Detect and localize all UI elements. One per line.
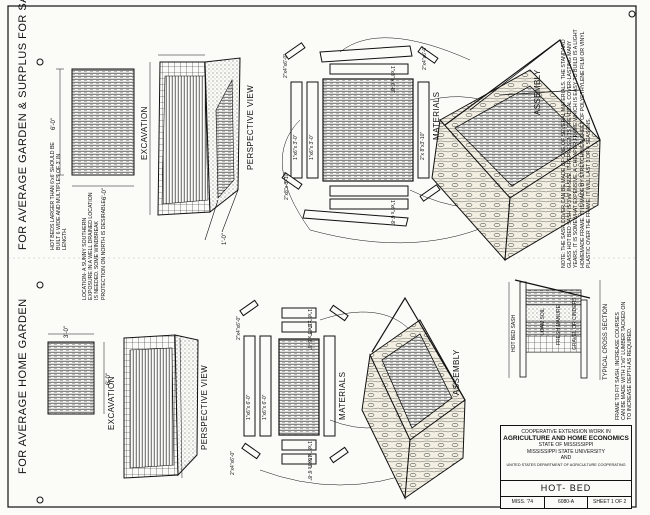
lumber-label: 1"x6"x 6'-0" <box>246 394 252 420</box>
excavation-pit-small <box>47 341 95 415</box>
org-line-5: AND <box>560 455 572 461</box>
dim-six-ft-large: 6'-0" <box>51 118 57 130</box>
dim-six-ft-large-b: 6'-0" <box>102 188 108 200</box>
org-line-2: AGRICULTURE AND HOME ECONOMICS <box>503 434 629 442</box>
org-line-4: MISSISSIPPI STATE UNIVERSITY <box>527 448 605 455</box>
binding-hole <box>36 281 44 289</box>
lumber-label: 1"x6"x 6'-8" <box>306 455 312 481</box>
title-block: COOPERATIVE EXTENSION WORK IN AGRICULTUR… <box>500 425 632 509</box>
note-location: LOCATION- A SUNNY SOUTHERN EXPOSURE IN A… <box>82 192 107 300</box>
org-line-1: COOPERATIVE EXTENSION WORK IN <box>521 429 611 435</box>
section-manure: FRESH MANURE <box>556 304 562 345</box>
label-materials-large: MATERIALS <box>432 91 441 140</box>
perspective-bed-small <box>123 334 199 479</box>
label-excavation-large: EXCAVATION <box>140 106 149 160</box>
label-materials-small: MATERIALS <box>338 371 347 420</box>
section-sash: HOT BED SASH <box>511 314 517 352</box>
title-meta-row: MISS. '74 6080-A SHEET 1 OF 2 <box>501 496 631 508</box>
lumber-label: 2"x 8"x3'-10" <box>420 131 426 160</box>
lumber-label: 1"x6"x 6'-0" <box>262 394 268 420</box>
drawing-title: HOT- BED <box>501 480 631 493</box>
note-larger-beds: HOT BEDS LARGER THAN 6'x6' SHOULD BE BUI… <box>50 142 69 250</box>
section-soil: LOAM SOIL <box>540 308 546 335</box>
section-gravel: GRAVEL OR CINDERS <box>572 297 578 350</box>
lumber-label: 1"x6"x 6'-8" <box>389 200 395 226</box>
label-perspective-small: PERSPECTIVE VIEW <box>200 364 209 450</box>
lumber-label: 2"x4"x6'-0" <box>230 450 236 475</box>
materials-layout-small <box>239 299 421 486</box>
label-perspective-large: PERSPECTIVE VIEW <box>246 84 255 170</box>
label-assembly-small: ASSEMBLY <box>452 349 461 395</box>
assembly-small <box>361 296 466 500</box>
binding-hole <box>36 496 44 504</box>
sheet-number: SHEET 1 OF 2 <box>593 499 627 505</box>
lumber-label: 2"x4"x6'-0" <box>236 315 242 340</box>
dim-three-ft: 3'-0" <box>64 326 70 338</box>
binding-hole <box>36 58 44 66</box>
dim-one-ft: 1'-0" <box>222 233 228 245</box>
usda-line: UNITED STATES DEPARTMENT OF AGRICULTURE … <box>506 462 626 467</box>
perspective-bed-large <box>149 54 241 241</box>
note-frame: FRAME TO FIT SASH. INCREASE COURSES CAN … <box>615 301 634 420</box>
plan-code: MISS. '74 <box>501 497 545 508</box>
materials-layout-large <box>281 37 521 244</box>
cross-section <box>508 279 601 380</box>
org-line-3: STATE OF MISSISSIPPI <box>538 442 594 448</box>
title-surplus-garden: FOR AVERAGE GARDEN & SURPLUS FOR SALE <box>17 0 29 250</box>
binding-hole <box>628 10 636 18</box>
note-sash: NOTE: THE SASH COVER CAN BE MADE OF ONE … <box>561 29 592 268</box>
label-assembly-large: ASSEMBLY <box>533 69 542 115</box>
sheet-border <box>7 5 637 508</box>
lumber-label: 1"x8" x 6'-8" <box>389 66 395 93</box>
plan-number: 6080-A <box>545 497 589 508</box>
assembly-large <box>431 39 601 262</box>
lumber-label: 2"x4"x6'-0" <box>283 53 289 78</box>
lumber-label: 2"x4"x6'-0" <box>422 45 428 70</box>
lumber-label: 1"x6"x 3'-0" <box>293 134 299 160</box>
lumber-label: 2"x8"x 3'-10" <box>284 171 290 200</box>
lumber-label: 1"x6"x 3'-0" <box>309 134 315 160</box>
title-home-garden: FOR AVERAGE HOME GARDEN <box>17 298 29 474</box>
dim-six-ft-small: 6'-0" <box>106 373 112 385</box>
lumber-label: 1"x8"x 6'-8" <box>306 309 312 335</box>
excavation-pit-large <box>71 68 135 176</box>
section-title: TYPICAL CROSS SECTION <box>603 303 609 380</box>
